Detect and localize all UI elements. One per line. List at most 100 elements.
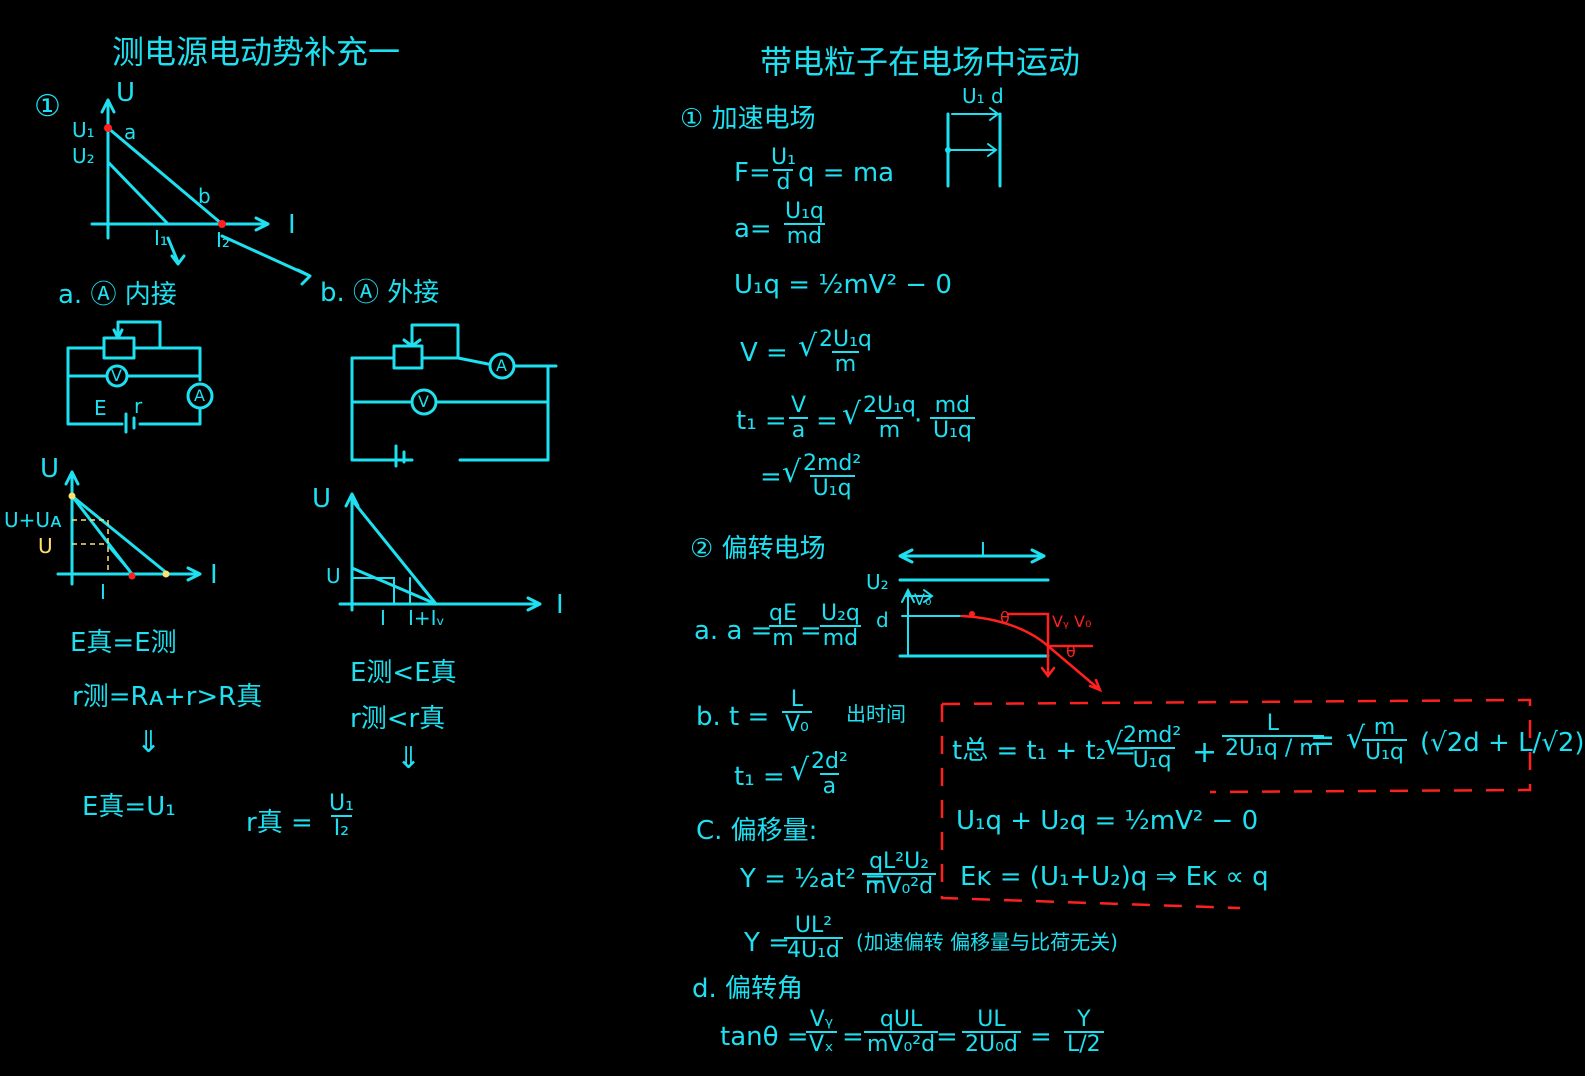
a2-lhs: a. a = bbox=[694, 616, 773, 646]
box-plus: + bbox=[1192, 735, 1218, 770]
point-i2 bbox=[218, 220, 226, 228]
result-e-true: E真=U₁ bbox=[82, 792, 176, 822]
cb-voltmeter: V bbox=[418, 392, 429, 411]
g3-axis-i: I bbox=[556, 590, 564, 620]
deflect-field bbox=[898, 548, 1103, 693]
g1-i2: I₂ bbox=[216, 228, 230, 252]
left-title: 测电源电动势补充一 bbox=[112, 33, 401, 71]
sqrt-box1: √ bbox=[1104, 727, 1124, 762]
g3-i-label: I bbox=[380, 606, 386, 630]
result-r-true: r真 = bbox=[246, 808, 313, 838]
eq-r-less: r测<r真 bbox=[350, 704, 446, 734]
ca-ammeter: A bbox=[194, 386, 205, 405]
circuit-a bbox=[66, 320, 214, 434]
v-lhs: V = bbox=[740, 338, 788, 368]
label-b-outer: b. Ⓐ 外接 bbox=[320, 278, 440, 308]
g1-pt-a: a bbox=[124, 120, 137, 144]
u2-label: U₂ bbox=[866, 570, 889, 594]
c-label: C. 偏移量: bbox=[696, 816, 818, 846]
g2-u-plus: U+Uᴀ bbox=[4, 508, 62, 532]
ca-r: r bbox=[134, 394, 143, 418]
y2-note: (加速偏转 偏移量与比荷无关) bbox=[856, 930, 1118, 954]
t1-dot: · bbox=[914, 406, 923, 436]
cb-ammeter: A bbox=[496, 356, 507, 375]
t1b-eq: = bbox=[760, 462, 782, 492]
down-arrow-b: ⇓ bbox=[396, 741, 422, 776]
t1-eq: = bbox=[816, 406, 838, 436]
tan-eq2: = bbox=[936, 1022, 958, 1052]
tan-eq1: = bbox=[842, 1022, 864, 1052]
eq-e-less: E测<E真 bbox=[350, 658, 457, 688]
g1-axis-i: I bbox=[288, 210, 296, 240]
g1-u2: U₂ bbox=[72, 144, 95, 168]
result-box bbox=[940, 698, 1532, 910]
g1-axis-u: U bbox=[116, 78, 136, 108]
len-l: L bbox=[980, 538, 992, 562]
sqrt-box3: √ bbox=[1346, 721, 1366, 756]
energy-eq2: Eᴋ = (U₁+U₂)q ⇒ Eᴋ ∝ q bbox=[960, 862, 1269, 892]
down-arrow-a: ⇓ bbox=[136, 725, 162, 760]
tan-lhs: tanθ = bbox=[720, 1022, 809, 1052]
sec-accel: ① 加速电场 bbox=[680, 104, 816, 134]
y2-lhs: Y = bbox=[744, 928, 790, 958]
b-note: 出时间 bbox=[846, 702, 906, 726]
b-lhs: b. t = bbox=[696, 702, 770, 732]
g1-u1: U₁ bbox=[72, 118, 95, 142]
theta-2: θ bbox=[1066, 642, 1076, 661]
graph1-lines bbox=[106, 126, 224, 226]
d-label-angle: d. 偏转角 bbox=[692, 974, 804, 1004]
tan-eq3: = bbox=[1030, 1022, 1052, 1052]
t1-lhs: t₁ = bbox=[736, 406, 787, 436]
box-eq: = bbox=[1310, 723, 1336, 758]
eq-r-greater: r测=Rᴀ+r>R真 bbox=[72, 682, 263, 712]
g2-i-label: I bbox=[100, 580, 106, 604]
g2-u: U bbox=[38, 534, 53, 558]
down-arrow-i1 bbox=[166, 236, 186, 266]
d-label: d bbox=[876, 608, 889, 632]
graph3 bbox=[338, 492, 542, 612]
right-title: 带电粒子在电场中运动 bbox=[760, 43, 1081, 81]
energy-eq1: U₁q + U₂q = ½mV² − 0 bbox=[956, 806, 1259, 836]
t1r-lhs: t₁ = bbox=[734, 762, 785, 792]
g3-u: U bbox=[326, 564, 341, 588]
ca-voltmeter: V bbox=[111, 366, 122, 385]
circuit-b bbox=[350, 323, 558, 468]
sqrt-t1r: √ bbox=[790, 753, 810, 788]
circle-one: ① bbox=[34, 89, 61, 124]
graph2 bbox=[56, 470, 202, 586]
point-a bbox=[104, 124, 112, 132]
accel-plates bbox=[945, 107, 1002, 188]
vy-v0: Vᵧ V₀ bbox=[1052, 612, 1092, 631]
g2-axis-i: I bbox=[210, 560, 218, 590]
v0-label: V₀ bbox=[914, 590, 932, 609]
g1-pt-b: b bbox=[198, 184, 211, 208]
box-t-total: t总 = t₁ + t₂ = bbox=[952, 736, 1137, 766]
g3-i-iv: I+Iᵥ bbox=[408, 606, 445, 630]
sqrt-v: √ bbox=[798, 329, 818, 364]
ca-emf: E bbox=[94, 396, 107, 420]
y1-lhs: Y = ½at² = bbox=[740, 864, 886, 894]
a-lhs: a= bbox=[734, 214, 772, 244]
f-rhs: q = ma bbox=[798, 158, 895, 188]
arrow-to-b bbox=[220, 234, 312, 286]
